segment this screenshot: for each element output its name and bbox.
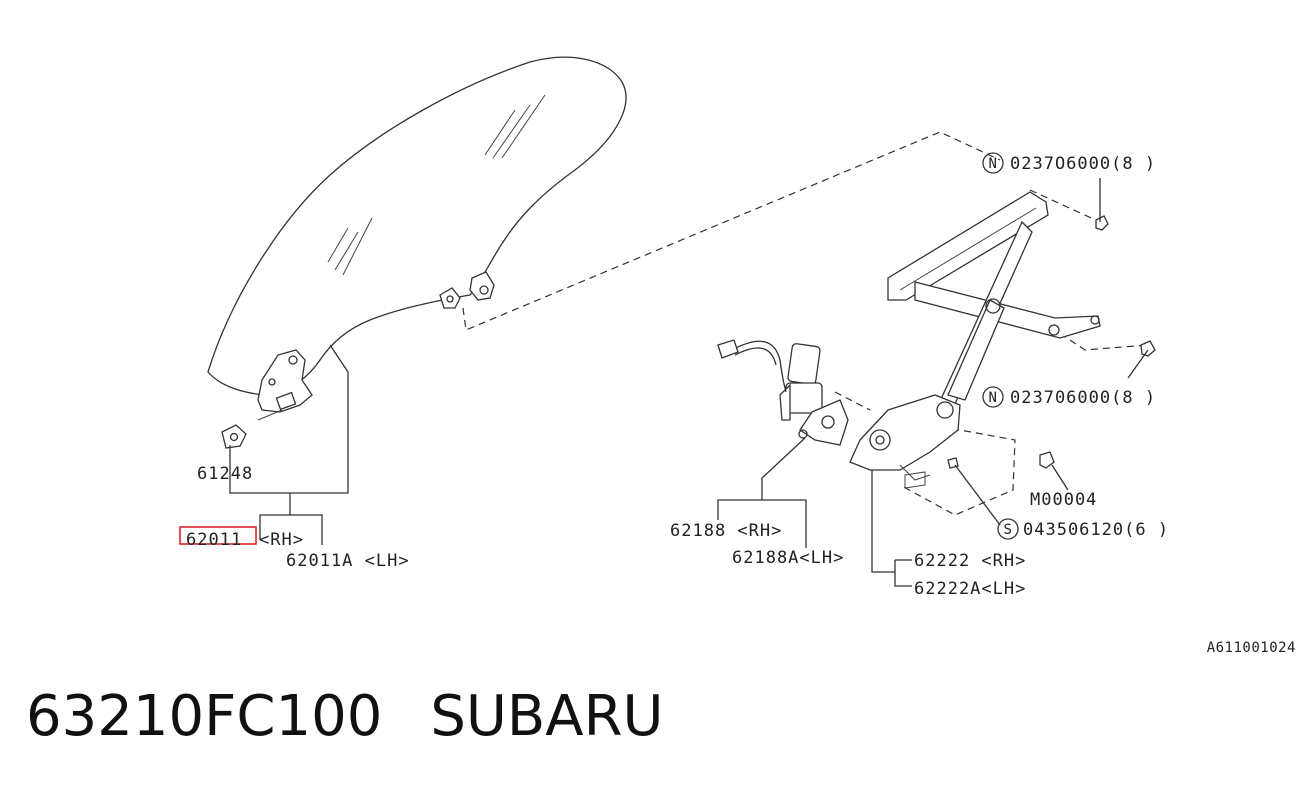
leader-lines: [229, 178, 1149, 587]
nut-part-label-lower: 023706000(8 ): [1010, 388, 1156, 408]
nut-symbol-lower: N: [982, 386, 1004, 408]
glass-clip-upper: [439, 271, 495, 309]
part-label-61248: 61248: [197, 464, 253, 484]
bolt-part-label: M00004: [1030, 490, 1097, 510]
brand-name: SUBARU: [430, 684, 664, 749]
part-label-62222: 62222 <RH>: [914, 551, 1026, 571]
part-number: 63210FC100: [26, 684, 383, 749]
svg-text:S: S: [1004, 522, 1013, 538]
glass-holder-bracket: [221, 349, 313, 449]
reference-dashed-lines: [462, 131, 1149, 516]
part-label-62188: 62188 <RH>: [670, 521, 782, 541]
window-regulator: [849, 191, 1101, 489]
nut-symbol-upper: N: [982, 152, 1004, 174]
svg-text:N: N: [989, 390, 998, 406]
svg-text:N: N: [989, 156, 998, 172]
part-label-62011-rh: <RH>: [259, 530, 304, 550]
figure-code: A611001024: [1207, 640, 1296, 656]
highlight-box: [179, 526, 257, 545]
part-label-62188a: 62188A<LH>: [732, 548, 844, 568]
part-label-62011[interactable]: 62011: [186, 530, 242, 550]
nut-lower: [1140, 340, 1156, 357]
nut-part-label-upper: 0237O6000(8 ): [1010, 154, 1156, 174]
part-label-62011a: 62011A <LH>: [286, 551, 410, 571]
door-glass: [207, 56, 627, 397]
footer-caption: 63210FC100 SUBARU: [26, 684, 664, 749]
part-label-62222a: 62222A<LH>: [914, 579, 1026, 599]
regulator-motor: [717, 339, 849, 446]
screw-symbol: S: [997, 518, 1019, 540]
screw-part-label: 043506120(6 ): [1023, 520, 1169, 540]
bolt-m00004: [1039, 451, 1055, 469]
nut-upper: [1095, 215, 1109, 231]
